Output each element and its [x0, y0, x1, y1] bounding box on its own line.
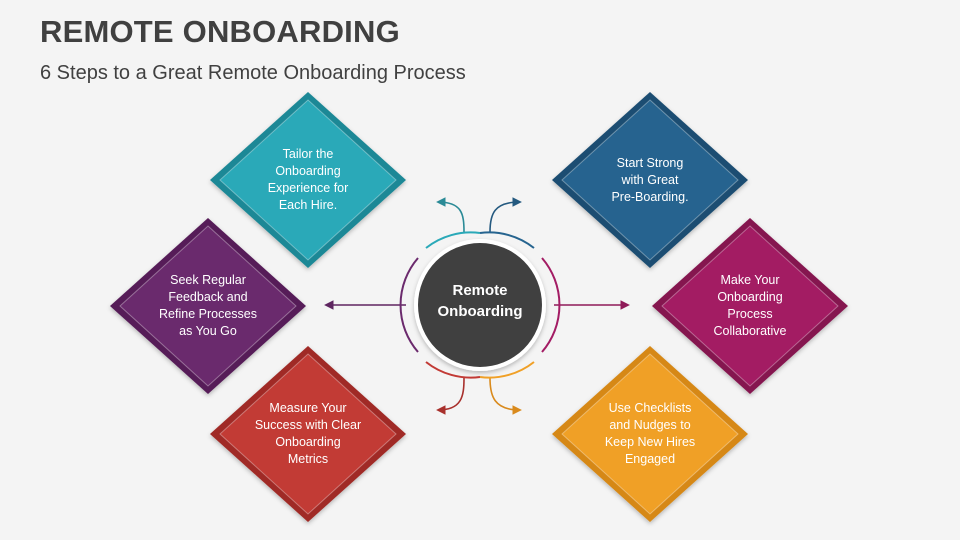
connector-arrow-checklists [489, 377, 522, 415]
ring-arc-orange [479, 361, 535, 379]
center-ring [399, 231, 561, 379]
step-line: Use Checklists [608, 401, 692, 415]
center-circle [418, 243, 542, 367]
step-line: Collaborative [713, 324, 787, 338]
ring-arc-teal [425, 231, 481, 249]
step-text-measure: Measure Your Success with Clear Onboardi… [238, 400, 378, 468]
step-line: and Nudges to [609, 418, 691, 432]
step-line: Process [727, 307, 773, 321]
step-line: Each Hire. [278, 198, 338, 212]
step-line: as You Go [179, 324, 237, 338]
step-diamond-tailor [210, 92, 406, 268]
step-text-collaborative: Make Your Onboarding Process Collaborati… [680, 272, 820, 340]
connector-arrow-measure [436, 377, 465, 415]
step-line: Tailor the [282, 147, 334, 161]
step-diamond-measure [210, 346, 406, 522]
step-diamond-checklists [552, 346, 748, 522]
step-line: with Great [621, 173, 679, 187]
connector-arrow-start-strong [489, 197, 522, 233]
step-diamond-feedback [110, 218, 306, 394]
ring-arc-blue [479, 231, 535, 249]
step-line: Keep New Hires [604, 435, 696, 449]
step-line: Seek Regular [170, 273, 246, 287]
step-line: Onboarding [275, 164, 341, 178]
step-text-tailor: Tailor the Onboarding Experience for Eac… [238, 146, 378, 214]
step-line: Experience for [267, 181, 349, 195]
step-text-checklists: Use Checklists and Nudges to Keep New Hi… [580, 400, 720, 468]
page-subtitle: 6 Steps to a Great Remote Onboarding Pro… [40, 62, 466, 84]
step-line: Refine Processes [159, 307, 257, 321]
step-diamond-start-strong [552, 92, 748, 268]
step-line: Feedback and [168, 290, 248, 304]
connectors [324, 197, 630, 415]
page-title: REMOTE ONBOARDING [40, 14, 400, 49]
step-diamond-collaborative [652, 218, 848, 394]
center-label-line2: Onboarding [437, 303, 523, 320]
step-line: Success with Clear [254, 418, 362, 432]
step-line: Start Strong [616, 156, 684, 170]
center-label: Remote Onboarding [420, 280, 540, 322]
ring-arc-purple [399, 257, 419, 353]
step-line: Measure Your [269, 401, 347, 415]
step-line: Onboarding [275, 435, 341, 449]
ring-arc-red [425, 361, 481, 379]
step-line: Engaged [624, 452, 676, 466]
connector-arrow-tailor [436, 197, 465, 233]
step-text-start-strong: Start Strong with Great Pre-Boarding. [580, 155, 720, 206]
ring-arc-magenta [541, 257, 561, 353]
center-label-line1: Remote [452, 282, 508, 299]
step-line: Pre-Boarding. [611, 190, 689, 204]
step-line: Onboarding [717, 290, 783, 304]
step-line: Metrics [287, 452, 329, 466]
step-text-feedback: Seek Regular Feedback and Refine Process… [138, 272, 278, 340]
step-line: Make Your [720, 273, 780, 287]
